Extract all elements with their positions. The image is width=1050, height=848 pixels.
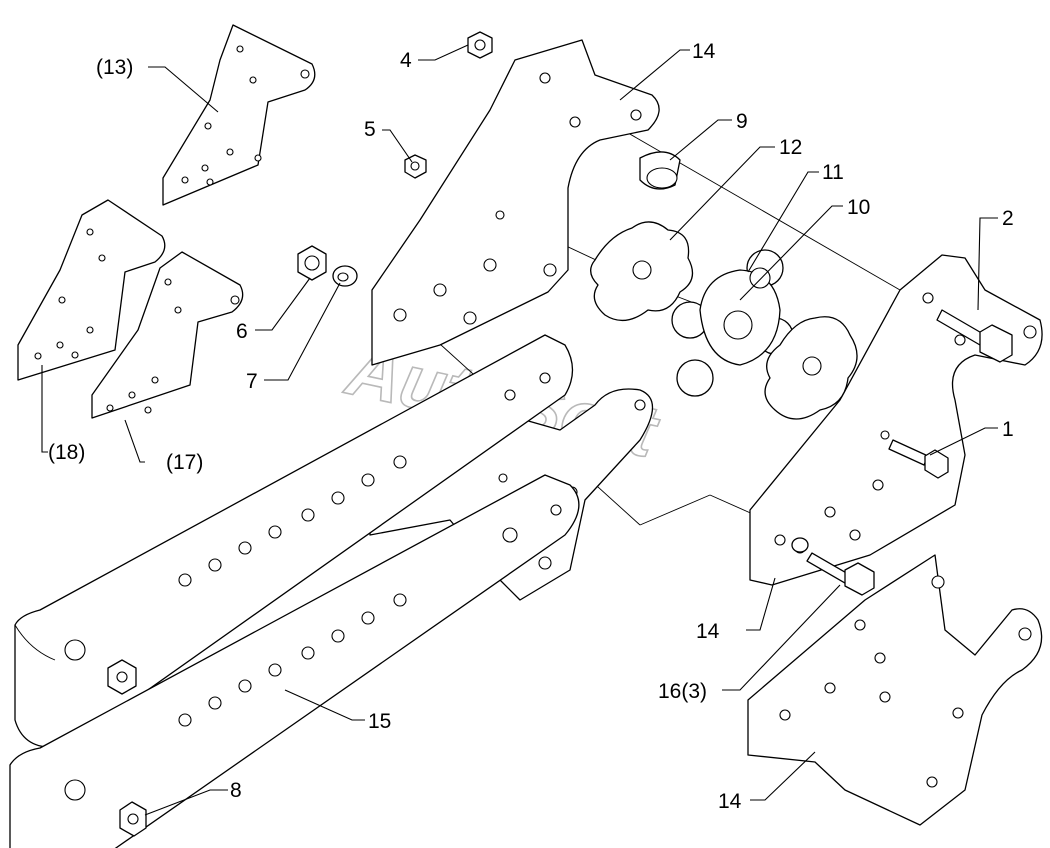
nut-8 bbox=[119, 801, 147, 837]
callout-8: 8 bbox=[230, 779, 242, 802]
callout-10: 10 bbox=[847, 196, 870, 219]
plate-18 bbox=[17, 199, 166, 381]
callout-9: 9 bbox=[736, 110, 748, 133]
callout-labels: (13) (18) (17) 4 5 6 7 14 9 12 11 10 2 1… bbox=[48, 40, 1014, 813]
side-plate-right bbox=[749, 254, 1043, 586]
callout-1: 1 bbox=[1002, 418, 1014, 441]
callout-17: (17) bbox=[166, 451, 203, 474]
nut-5 bbox=[404, 154, 427, 179]
bolt-1 bbox=[888, 439, 949, 479]
link-arm-upper bbox=[14, 334, 574, 748]
callout-5: 5 bbox=[364, 118, 376, 141]
callout-11: 11 bbox=[822, 161, 844, 184]
nut-upper-arm bbox=[107, 659, 137, 695]
nut-6 bbox=[297, 245, 327, 281]
callout-14-middle: 14 bbox=[696, 620, 720, 643]
callout-4: 4 bbox=[400, 49, 412, 72]
leader-lines bbox=[41, 44, 998, 816]
frame-plate-upper bbox=[371, 39, 660, 366]
callout-12: 12 bbox=[779, 136, 802, 159]
callout-16-3: 16(3) bbox=[658, 680, 707, 703]
callout-13: (13) bbox=[96, 56, 133, 79]
bushing-9 bbox=[639, 151, 681, 190]
plate-13 bbox=[162, 24, 316, 206]
hub-11 bbox=[671, 249, 794, 397]
bolt-16 bbox=[791, 537, 875, 596]
callout-7: 7 bbox=[246, 370, 258, 393]
star-washer-10 bbox=[764, 316, 858, 420]
callout-18: (18) bbox=[48, 441, 85, 464]
washer-7 bbox=[332, 265, 358, 287]
link-arm-lower bbox=[9, 474, 580, 848]
plate-lower-right bbox=[747, 554, 1043, 826]
callout-14-upper: 14 bbox=[692, 40, 716, 63]
callout-15: 15 bbox=[368, 710, 391, 733]
callout-6: 6 bbox=[236, 320, 248, 343]
callout-2: 2 bbox=[1002, 207, 1014, 230]
star-washer-12 bbox=[590, 221, 694, 322]
nut-4 bbox=[467, 31, 493, 59]
bolt-2 bbox=[936, 309, 1013, 363]
plate-17 bbox=[91, 251, 244, 419]
callout-14-lower: 14 bbox=[718, 790, 742, 813]
